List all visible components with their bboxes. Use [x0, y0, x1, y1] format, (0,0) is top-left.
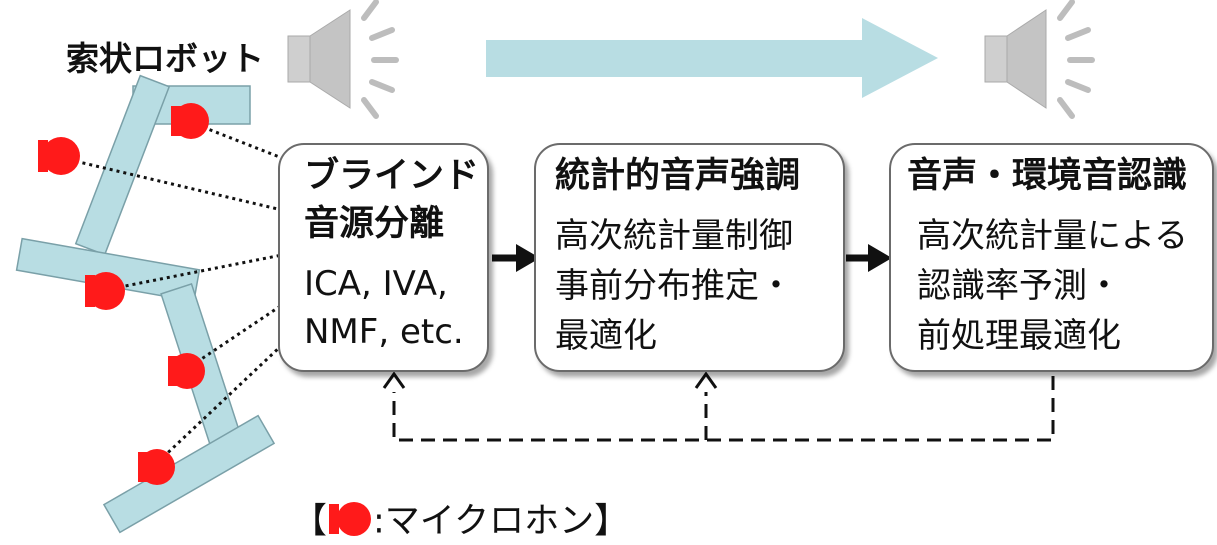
robot-label: 索状ロボット: [66, 39, 264, 78]
robot-segment: [102, 414, 276, 534]
process-box-bss: ブラインド 音源分離 ICA, IVA, NMF, etc.: [278, 143, 489, 372]
box-title-line: 音声・環境音認識: [907, 156, 1188, 196]
microphone-icon: [171, 103, 209, 139]
box-title-line: 統計的音声強調: [555, 156, 801, 196]
microphones: [38, 103, 209, 485]
box-title-line: 音源分離: [304, 204, 445, 244]
feedback-arrowheads: [382, 371, 718, 389]
box-body-line: 高次統計量による: [917, 216, 1188, 256]
feedback-path: [392, 376, 1055, 442]
arrow-right-icon: [846, 244, 892, 272]
microphone-icon: [85, 272, 125, 310]
legend-text: :マイクロホン】: [373, 501, 630, 542]
robot-segment: [74, 74, 171, 256]
process-arrows: [492, 244, 892, 272]
speaker-icon: [984, 0, 1095, 119]
arrow-up-icon: [382, 371, 406, 389]
microphone-icon: [38, 137, 80, 175]
speaker-icon: [287, 0, 399, 119]
box-body-line: 高次統計量制御: [555, 216, 793, 256]
legend-open-bracket: 【: [292, 501, 328, 542]
microphone-icon: [327, 500, 373, 545]
arrow-up-icon: [694, 371, 718, 389]
arrow-right-icon: [492, 244, 540, 272]
microphone-icon: [138, 449, 175, 485]
microphone-icon: [168, 353, 205, 389]
process-box-recognition: 音声・環境音認識 高次統計量による 認識率予測・ 前処理最適化: [889, 143, 1214, 372]
process-box-enhancement: 統計的音声強調 高次統計量制御 事前分布推定・ 最適化: [534, 143, 845, 372]
box-body-line: NMF, etc.: [304, 312, 464, 352]
box-title-line: ブラインド: [304, 156, 480, 196]
box-body-line: ICA, IVA,: [304, 264, 448, 304]
flow-arrow-icon: [486, 18, 938, 98]
box-body-line: 最適化: [555, 316, 657, 356]
box-body-line: 事前分布推定・: [555, 266, 793, 306]
box-body-line: 認識率予測・: [917, 266, 1121, 306]
legend: 【 :マイクロホン】: [292, 500, 629, 545]
box-body-line: 前処理最適化: [917, 316, 1121, 356]
